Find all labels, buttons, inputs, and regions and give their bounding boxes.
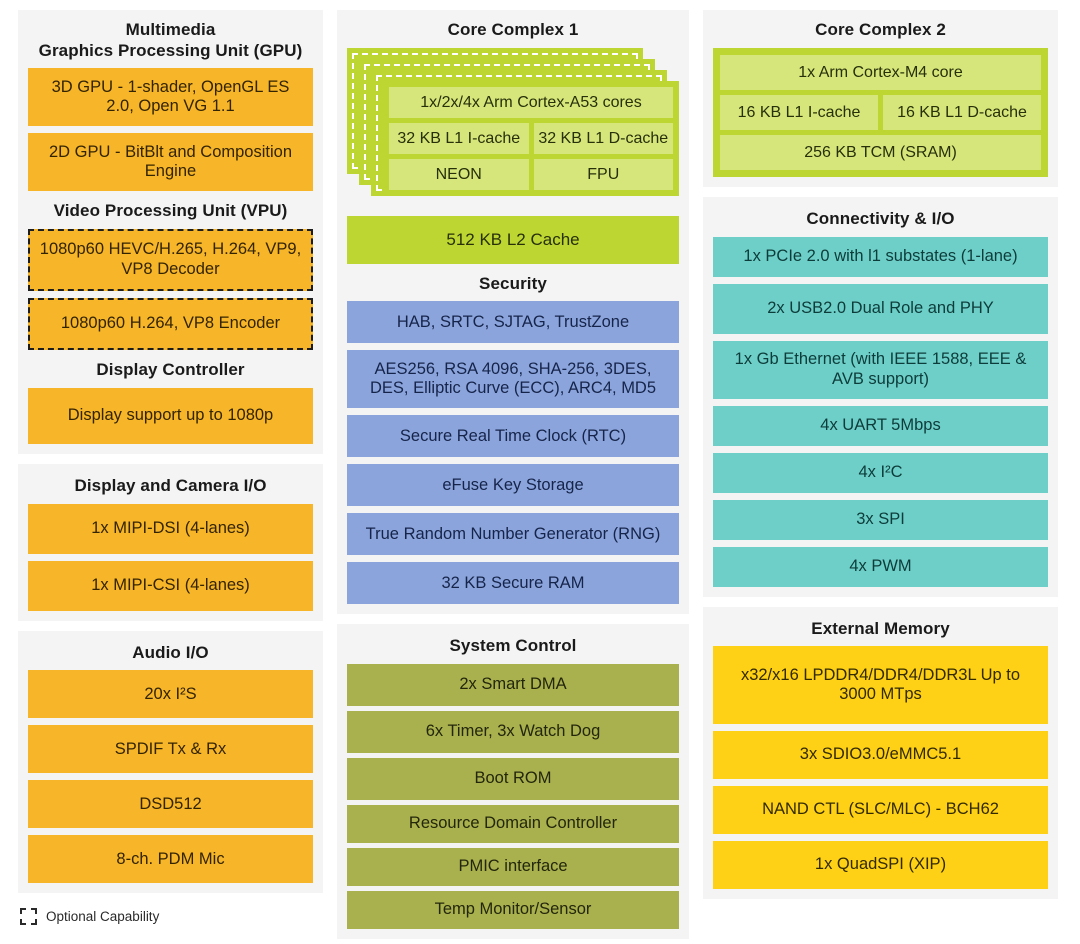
panel-core-complex-1: Core Complex 1 1x/2x/4x Arm Cortex-A53 c…	[337, 10, 689, 615]
panel-system-control: System Control 2x Smart DMA 6x Timer, 3x…	[337, 624, 689, 939]
cc2-row-tcm: 256 KB TCM (SRAM)	[720, 135, 1041, 171]
display-controller-title: Display Controller	[96, 360, 245, 380]
cell-m4-core[interactable]: 1x Arm Cortex-M4 core	[720, 54, 1041, 90]
security-title: Security	[479, 273, 547, 293]
system-control-title: System Control	[449, 636, 577, 656]
core-row-caches: 32 KB L1 I-cache 32 KB L1 D-cache	[389, 122, 673, 155]
panel-core-complex-2: Core Complex 2 1x Arm Cortex-M4 core 16 …	[703, 10, 1058, 188]
block-boot-rom[interactable]: Boot ROM	[347, 758, 679, 801]
block-smart-dma[interactable]: 2x Smart DMA	[347, 664, 679, 707]
block-3d-gpu[interactable]: 3D GPU - 1-shader, OpenGL ES 2.0, Open V…	[28, 68, 313, 127]
cc2-row-core: 1x Arm Cortex-M4 core	[720, 54, 1041, 90]
core-complex-2-title: Core Complex 2	[815, 20, 946, 39]
cell-fpu[interactable]: FPU	[533, 159, 673, 191]
panel-display-camera-io: Display and Camera I/O 1x MIPI-DSI (4-la…	[18, 463, 323, 621]
block-secure-ram[interactable]: 32 KB Secure RAM	[347, 562, 679, 605]
block-video-decoder[interactable]: 1080p60 HEVC/H.265, H.264, VP9, VP8 Deco…	[28, 229, 313, 292]
block-lpddr4[interactable]: x32/x16 LPDDR4/DDR4/DDR3L Up to 3000 MTp…	[713, 646, 1048, 725]
block-gb-ethernet[interactable]: 1x Gb Ethernet (with IEEE 1588, EEE & AV…	[713, 341, 1048, 399]
legend-label: Optional Capability	[46, 909, 160, 924]
block-trng[interactable]: True Random Number Generator (RNG)	[347, 513, 679, 556]
display-camera-io-title: Display and Camera I/O	[74, 475, 267, 495]
cell-a53-cores[interactable]: 1x/2x/4x Arm Cortex-A53 cores	[389, 86, 673, 118]
block-secure-rtc[interactable]: Secure Real Time Clock (RTC)	[347, 415, 679, 458]
core-card-front[interactable]: 1x/2x/4x Arm Cortex-A53 cores 32 KB L1 I…	[383, 80, 679, 197]
block-spi[interactable]: 3x SPI	[713, 499, 1048, 540]
optional-capability-swatch-icon	[20, 908, 37, 925]
cell-tcm-sram[interactable]: 256 KB TCM (SRAM)	[720, 135, 1041, 171]
audio-io-title: Audio I/O	[132, 642, 209, 662]
block-pmic-interface[interactable]: PMIC interface	[347, 848, 679, 886]
block-quadspi[interactable]: 1x QuadSPI (XIP)	[713, 841, 1048, 890]
core-row-neon-fpu: NEON FPU	[389, 159, 673, 191]
right-column: Core Complex 2 1x Arm Cortex-M4 core 16 …	[703, 10, 1058, 900]
diagram-columns: Multimedia Graphics Processing Unit (GPU…	[18, 10, 1062, 939]
block-pwm[interactable]: 4x PWM	[713, 546, 1048, 587]
cell-m4-l1-icache[interactable]: 16 KB L1 I-cache	[720, 94, 878, 131]
block-pdm-mic[interactable]: 8-ch. PDM Mic	[28, 835, 313, 884]
block-2d-gpu[interactable]: 2D GPU - BitBlt and Composition Engine	[28, 133, 313, 192]
cell-m4-l1-dcache[interactable]: 16 KB L1 D-cache	[883, 94, 1041, 131]
legend: Optional Capability	[18, 908, 1062, 925]
multimedia-title-line2: Graphics Processing Unit (GPU)	[38, 40, 303, 60]
multimedia-title-line1: Multimedia	[125, 20, 216, 39]
block-mipi-dsi[interactable]: 1x MIPI-DSI (4-lanes)	[28, 503, 313, 554]
panel-audio-io: Audio I/O 20x I²S SPDIF Tx & Rx DSD512 8…	[18, 630, 323, 894]
block-uart[interactable]: 4x UART 5Mbps	[713, 405, 1048, 446]
block-l2-cache[interactable]: 512 KB L2 Cache	[347, 215, 679, 264]
block-mipi-csi[interactable]: 1x MIPI-CSI (4-lanes)	[28, 560, 313, 611]
multimedia-title: Multimedia Graphics Processing Unit (GPU…	[28, 20, 313, 61]
block-timer-watchdog[interactable]: 6x Timer, 3x Watch Dog	[347, 711, 679, 754]
cell-l1-dcache[interactable]: 32 KB L1 D-cache	[533, 122, 673, 155]
core-complex-1-title: Core Complex 1	[447, 20, 579, 39]
panel-multimedia: Multimedia Graphics Processing Unit (GPU…	[18, 10, 323, 454]
cell-l1-icache[interactable]: 32 KB L1 I-cache	[389, 122, 529, 155]
core-complex-1-stack: 1x/2x/4x Arm Cortex-A53 cores 32 KB L1 I…	[347, 47, 679, 208]
block-efuse-key-storage[interactable]: eFuse Key Storage	[347, 464, 679, 507]
block-usb[interactable]: 2x USB2.0 Dual Role and PHY	[713, 284, 1048, 335]
panel-connectivity-io: Connectivity & I/O 1x PCIe 2.0 with l1 s…	[703, 197, 1058, 597]
block-pcie[interactable]: 1x PCIe 2.0 with l1 substates (1-lane)	[713, 237, 1048, 278]
block-sdio-emmc[interactable]: 3x SDIO3.0/eMMC5.1	[713, 731, 1048, 780]
cell-neon[interactable]: NEON	[389, 159, 529, 191]
block-hab-srtc[interactable]: HAB, SRTC, SJTAG, TrustZone	[347, 301, 679, 344]
block-spdif[interactable]: SPDIF Tx & Rx	[28, 725, 313, 774]
block-resource-domain-controller[interactable]: Resource Domain Controller	[347, 805, 679, 843]
block-video-encoder[interactable]: 1080p60 H.264, VP8 Encoder	[28, 298, 313, 351]
middle-column: Core Complex 1 1x/2x/4x Arm Cortex-A53 c…	[337, 10, 689, 939]
block-temp-monitor[interactable]: Temp Monitor/Sensor	[347, 890, 679, 929]
block-dsd512[interactable]: DSD512	[28, 780, 313, 829]
block-crypto-algos[interactable]: AES256, RSA 4096, SHA-256, 3DES, DES, El…	[347, 350, 679, 409]
block-display-support[interactable]: Display support up to 1080p	[28, 387, 313, 444]
block-i2s[interactable]: 20x I²S	[28, 670, 313, 719]
external-memory-title: External Memory	[811, 618, 950, 638]
left-column: Multimedia Graphics Processing Unit (GPU…	[18, 10, 323, 894]
connectivity-io-title: Connectivity & I/O	[806, 209, 955, 229]
core-row-cores: 1x/2x/4x Arm Cortex-A53 cores	[389, 86, 673, 118]
cc2-row-caches: 16 KB L1 I-cache 16 KB L1 D-cache	[720, 94, 1041, 131]
core-complex-2-card[interactable]: 1x Arm Cortex-M4 core 16 KB L1 I-cache 1…	[713, 47, 1048, 178]
vpu-title: Video Processing Unit (VPU)	[53, 201, 288, 221]
block-i2c[interactable]: 4x I²C	[713, 452, 1048, 493]
panel-external-memory: External Memory x32/x16 LPDDR4/DDR4/DDR3…	[703, 606, 1058, 900]
block-nand-ctl[interactable]: NAND CTL (SLC/MLC) - BCH62	[713, 786, 1048, 835]
